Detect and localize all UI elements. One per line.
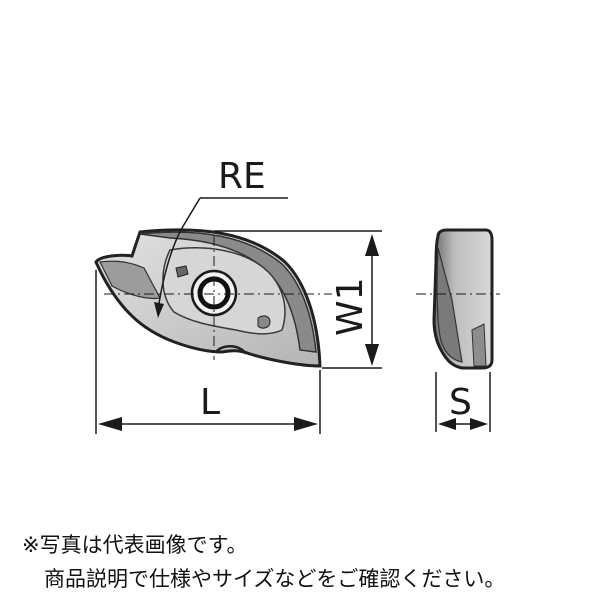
chipbreaker-upper: [139, 231, 317, 353]
re-leader: RE: [154, 156, 288, 318]
l-dimension: L: [95, 270, 321, 434]
label-l: L: [200, 382, 220, 423]
label-w1: W1: [330, 278, 371, 337]
bottom-notch: [215, 345, 248, 355]
note-check-specs: 商品説明で仕様やサイズなどをご確認ください。: [44, 567, 506, 591]
mark-right: [257, 315, 271, 329]
w1-dimension: W1: [214, 230, 382, 369]
side-rake: [436, 247, 463, 363]
insert-top-view: [94, 228, 332, 368]
note-representative-image: ※写真は代表画像です。: [22, 533, 248, 557]
label-s: S: [449, 382, 472, 423]
insert-side-view: [416, 228, 500, 370]
label-re: RE: [218, 156, 266, 197]
side-facet: [471, 323, 487, 367]
s-dimension: S: [435, 372, 491, 432]
mark-left: [175, 265, 189, 278]
